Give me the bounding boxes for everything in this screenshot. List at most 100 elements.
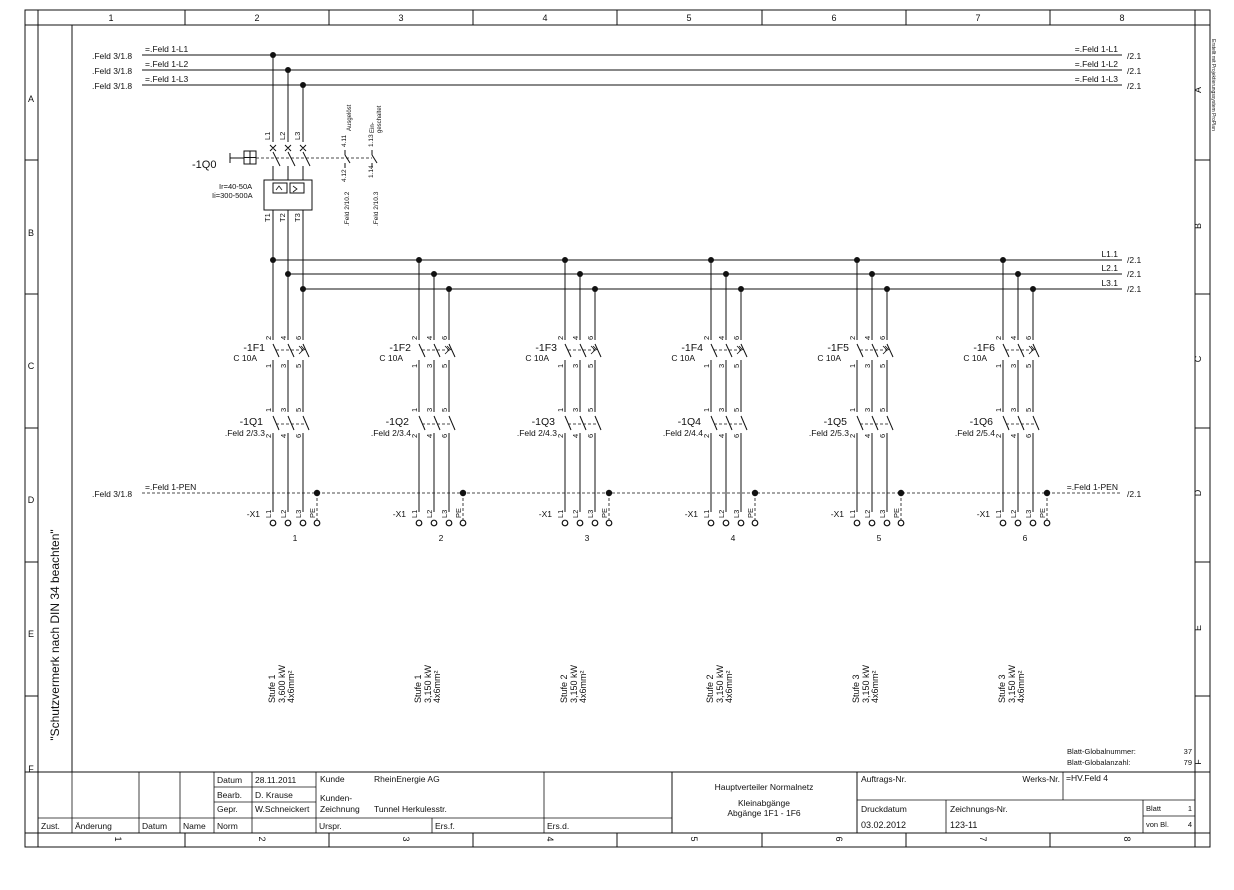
tb-title-2: Kleinabgänge	[738, 798, 790, 808]
col-label: 7	[978, 836, 988, 841]
pe-junction-dot	[751, 489, 759, 497]
switch-pin-top: 5	[586, 408, 595, 412]
trip-mark	[736, 345, 744, 355]
fuse-contact	[594, 343, 602, 358]
junction-dot	[562, 257, 568, 263]
col-label: 3	[398, 13, 403, 23]
fuse-pin-bottom: 3	[717, 364, 726, 368]
col-label: 6	[834, 836, 844, 841]
fuse-rating: C 10A	[963, 353, 987, 363]
junction-dot	[1030, 286, 1036, 292]
terminal-label: L3	[878, 510, 887, 518]
terminal-label: L2	[279, 510, 288, 518]
load-stage: Stufe 1	[267, 674, 277, 703]
terminal-point	[1029, 519, 1037, 527]
switch-tag: -1Q2	[386, 416, 410, 428]
load-cable: 4x6mm²	[578, 670, 588, 703]
load-stage: Stufe 1	[413, 674, 423, 703]
switch-pin-top: 3	[717, 408, 726, 412]
load-stage: Stufe 2	[705, 674, 715, 703]
terminal-label: PE	[454, 508, 463, 518]
fuse-pin-top: 4	[863, 336, 872, 340]
pole-label: T1	[263, 213, 272, 222]
fuse-contact	[871, 343, 879, 358]
tb-header-norm: Norm	[217, 821, 238, 831]
switch-pin-top: 5	[294, 408, 303, 412]
switch-pin-bottom: 2	[264, 434, 273, 438]
tb-druck-label: Druckdatum	[861, 804, 907, 814]
col-label: 1	[113, 836, 123, 841]
switch-pin-bottom: 6	[878, 434, 887, 438]
junction-dot	[300, 286, 306, 292]
tb-druck-value: 03.02.2012	[861, 820, 906, 830]
terminal-point	[284, 519, 292, 527]
terminal-point	[576, 519, 584, 527]
junction-dot	[1015, 271, 1021, 277]
pen-line: .Feld 3/1.8 =.Feld 1-PEN =.Feld 1-PEN /2…	[92, 482, 1141, 499]
fuse-contact	[710, 343, 718, 358]
terminal-label: L3	[1024, 510, 1033, 518]
switch-pin-bottom: 4	[425, 434, 434, 438]
row-label: B	[28, 228, 34, 238]
fuse-pin-top: 6	[878, 336, 887, 340]
busbar-ref-right: /2.1	[1127, 81, 1141, 91]
busbar-label-left: =.Feld 1-L1	[145, 44, 189, 54]
busbar-ref-left: .Feld 3/1.8	[92, 51, 132, 61]
switch-contact	[856, 415, 864, 431]
load-power: 3,600 kW	[277, 664, 287, 703]
fuse-tag: -1F4	[681, 342, 703, 354]
fuse-contact	[287, 343, 295, 358]
col-label: 8	[1119, 13, 1124, 23]
terminal-label: L1	[848, 510, 857, 518]
junction-dot	[416, 257, 422, 263]
switch-contact	[594, 415, 602, 431]
terminal-number: 5	[877, 533, 882, 543]
switch-pin-top: 1	[264, 408, 273, 412]
dist-busbar-ref: /2.1	[1127, 269, 1141, 279]
tb-kunde-value: RheinEnergie AG	[374, 774, 440, 784]
row-label: D	[1193, 489, 1203, 496]
switch-contact	[579, 415, 587, 431]
junction-dot	[869, 271, 875, 277]
fuse-pin-bottom: 3	[863, 364, 872, 368]
fuse-pin-top: 6	[1024, 336, 1033, 340]
drawing-frame	[24, 9, 1211, 848]
switch-contact	[272, 415, 280, 431]
terminal-label: L1	[264, 510, 273, 518]
switch-pin-bottom: 6	[294, 434, 303, 438]
aux-contact-state: geschaltet	[377, 105, 383, 133]
load-cable: 4x6mm²	[870, 670, 880, 703]
switch-pin-bottom: 4	[279, 434, 288, 438]
switch-tag: -1Q6	[970, 416, 994, 428]
column-labels-top: 1 2 3 4 5 6 7 8	[108, 13, 1124, 23]
load-cable: 4x6mm²	[724, 670, 734, 703]
terminal-point	[722, 519, 730, 527]
switch-contact	[710, 415, 718, 431]
switch-ref: .Feld 2/5.3	[809, 428, 849, 438]
load-stage: Stufe 2	[559, 674, 569, 703]
terminal-strip-tag: -X1	[685, 509, 699, 519]
fuse-contact	[856, 343, 864, 358]
terminal-number: 2	[439, 533, 444, 543]
terminal-point	[430, 519, 438, 527]
switch-pin-bottom: 4	[863, 434, 872, 438]
row-labels: A B C D E F A B C D E F	[28, 87, 1203, 774]
tb-zeich-label: Zeichnungs-Nr.	[950, 804, 1008, 814]
pen-ref-right: /2.1	[1127, 489, 1141, 499]
fuse-tag: -1F3	[535, 342, 557, 354]
terminal-point	[1014, 519, 1022, 527]
switch-pin-top: 3	[863, 408, 872, 412]
pe-junction-dot	[897, 489, 905, 497]
terminal-label: PE	[892, 508, 901, 518]
load-stage: Stufe 3	[851, 674, 861, 703]
pen-ref-left: .Feld 3/1.8	[92, 489, 132, 499]
global-number-value: 37	[1184, 747, 1192, 756]
fuse-pin-bottom: 3	[425, 364, 434, 368]
switch-pin-bottom: 2	[702, 434, 711, 438]
load-power: 3,150 kW	[715, 664, 725, 703]
global-count-value: 79	[1184, 758, 1192, 767]
fuse-pin-bottom: 5	[732, 364, 741, 368]
row-label: C	[1193, 355, 1203, 362]
